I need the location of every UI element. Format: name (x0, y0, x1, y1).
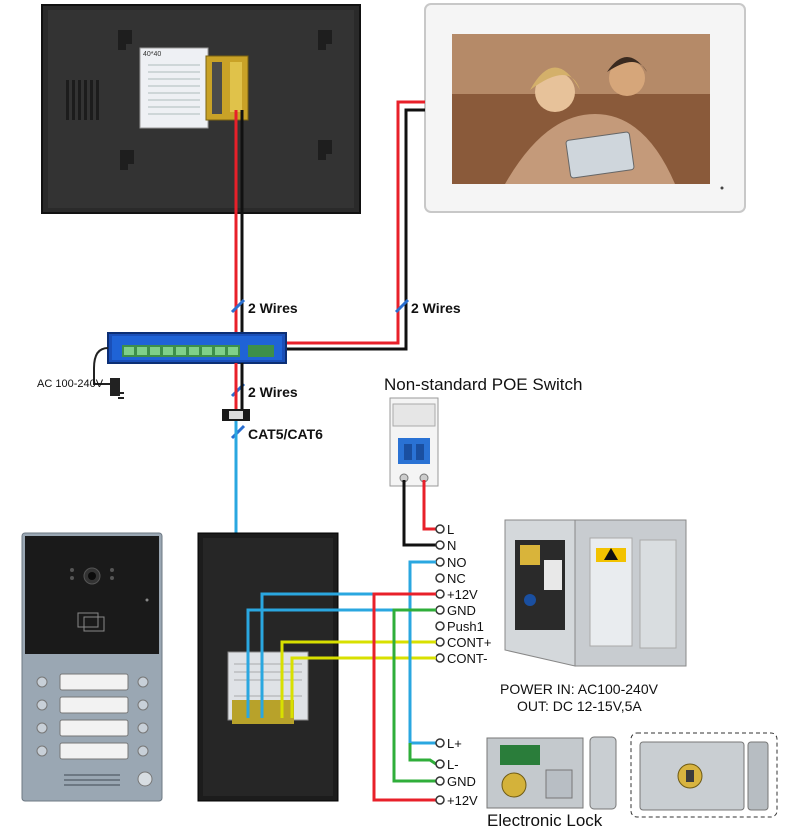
wires-label-3: 2 Wires (248, 384, 298, 400)
terminal-cont-plus: CONT+ (447, 635, 491, 650)
terminal-nc: NC (447, 571, 466, 586)
lock-wires (372, 560, 437, 802)
terminal-no: NO (447, 555, 467, 570)
monitor-front (424, 3, 746, 213)
power-supply (504, 519, 687, 667)
circuit-breaker (389, 397, 439, 487)
switch-title: Non-standard POE Switch (384, 375, 582, 394)
wires-top (234, 100, 425, 351)
poe-switch (93, 332, 287, 399)
power-supply-line2: OUT: DC 12-15V,5A (517, 698, 642, 714)
cable-converter (222, 409, 250, 421)
lock-caption: Electronic Lock (487, 811, 603, 830)
terminal-strip: L N NO NC +12V GND Push1 CONT+ CONT- (435, 522, 491, 666)
outdoor-panel (21, 532, 163, 802)
lock-terminal-gnd: GND (447, 774, 476, 789)
terminal-12v: +12V (447, 587, 478, 602)
lock-terminal-l-minus: L- (447, 757, 459, 772)
terminal-l: L (447, 522, 454, 537)
wire-markers (230, 298, 410, 440)
terminal-push1: Push1 (447, 619, 484, 634)
electronic-lock-internals (486, 736, 617, 810)
terminal-cont-minus: CONT- (447, 651, 487, 666)
monitor-back: 40*40 (41, 4, 361, 214)
outdoor-panel-back (197, 532, 339, 802)
electronic-lock-external (630, 732, 778, 818)
lock-terminal-l-plus: L+ (447, 736, 462, 751)
lock-terminal-12v: +12V (447, 793, 478, 808)
terminal-n: N (447, 538, 456, 553)
terminal-gnd: GND (447, 603, 476, 618)
wires-label-2: 2 Wires (411, 300, 461, 316)
ac-input-label: AC 100-240V (37, 378, 104, 390)
power-supply-line1: POWER IN: AC100-240V (500, 681, 659, 697)
unit-label: 40*40 (143, 51, 161, 58)
cable-type-label: CAT5/CAT6 (248, 426, 323, 442)
wires-label-1: 2 Wires (248, 300, 298, 316)
